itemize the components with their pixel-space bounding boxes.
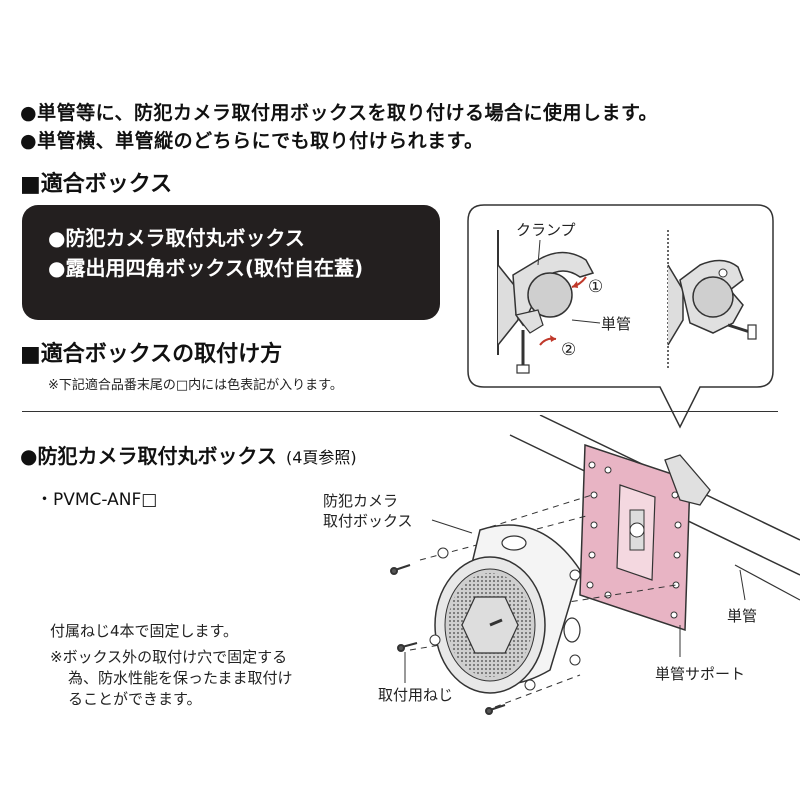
box-label-line-2: 取付ボックス <box>323 512 413 530</box>
step-2-marker: ② <box>561 340 577 360</box>
assembly-diagram <box>390 415 800 715</box>
screw-label: 取付用ねじ <box>378 686 454 704</box>
mounting-screws <box>390 564 506 715</box>
clamp-label: クランプ <box>516 221 576 239</box>
caution-line-3: ることができます。 <box>68 690 202 708</box>
round-box-title: ●防犯カメラ取付丸ボックス <box>20 444 277 468</box>
compat-box-panel: ●防犯カメラ取付丸ボックス ●露出用四角ボックス(取付自在蓋) <box>22 205 440 320</box>
caution-line-2: 為、防水性能を保ったまま取付け <box>68 669 293 687</box>
pipe-support-label: 単管サポート <box>655 665 746 683</box>
color-code-note: ※下記適合品番末尾の□内には色表記が入ります。 <box>48 378 343 393</box>
fix-note: 付属ねじ4本で固定します。 <box>50 622 239 640</box>
caution-line-1: ※ボックス外の取付け穴で固定する <box>50 648 288 666</box>
pipe-label-callout: 単管 <box>601 315 632 333</box>
round-box-model: ・PVMC-ANF□ <box>36 490 158 510</box>
mount-section-title: ■適合ボックスの取付け方 <box>20 342 283 367</box>
pipe-cross-section <box>527 272 573 318</box>
compat-item-square-box: ●露出用四角ボックス(取付自在蓋) <box>48 256 364 280</box>
compat-section-title: ■適合ボックス <box>20 172 173 197</box>
box-label-line-1: 防犯カメラ <box>323 492 399 510</box>
clamp-callout-diagram: クランプ 単管 ① ② <box>467 204 774 429</box>
round-box-heading: ●防犯カメラ取付丸ボックス (4頁参照) <box>20 440 357 469</box>
round-camera-box <box>429 524 581 694</box>
intro-line-2: ●単管横、単管縦のどちらにでも取り付けられます。 <box>20 130 484 152</box>
compat-item-round-box: ●防犯カメラ取付丸ボックス <box>48 226 305 250</box>
section-divider <box>22 411 778 412</box>
round-box-ref: (4頁参照) <box>285 448 357 467</box>
intro-line-1: ●単管等に、防犯カメラ取付用ボックスを取り付ける場合に使用します。 <box>20 102 659 124</box>
pipe-label: 単管 <box>727 607 758 625</box>
step-1-marker: ① <box>588 277 604 297</box>
